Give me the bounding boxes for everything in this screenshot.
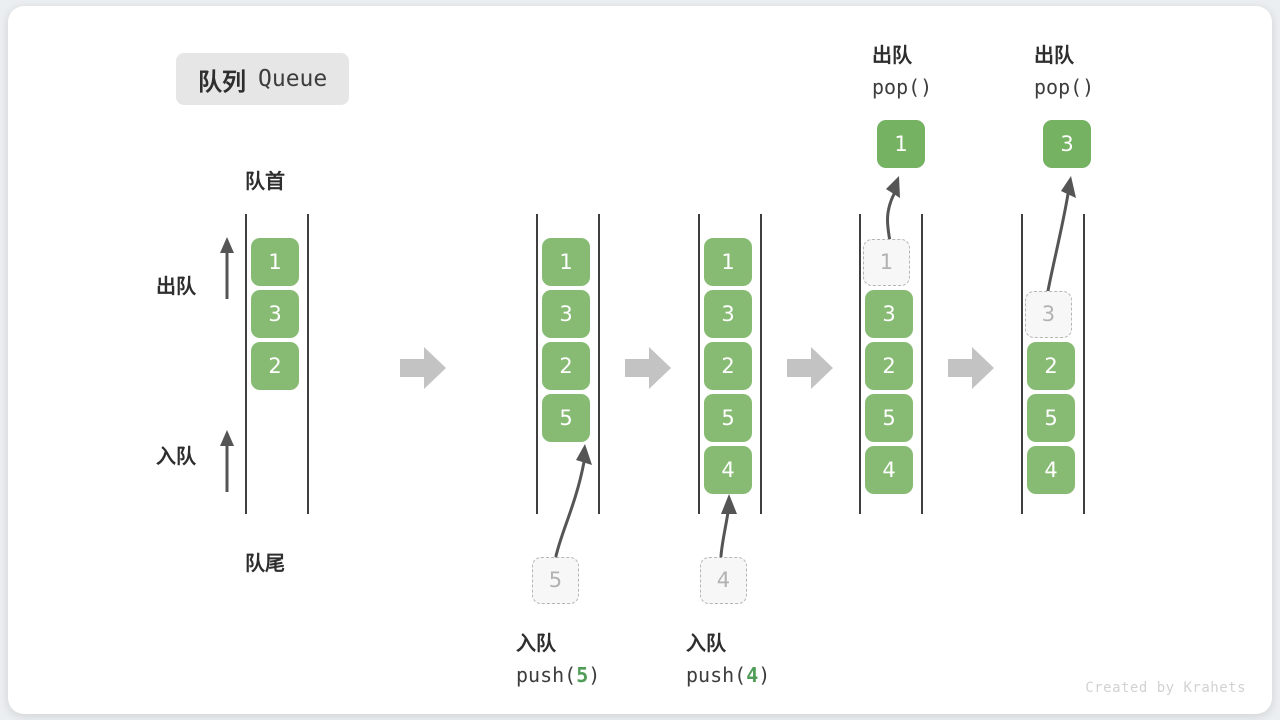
queue-cell: 1 — [251, 238, 299, 286]
op-code-prefix: push( — [516, 663, 577, 687]
op-label-code-1: push(5) — [516, 663, 600, 687]
op-code-prefix: push( — [686, 663, 747, 687]
step-arrow-icon — [400, 347, 446, 389]
queue-rail-left-3 — [859, 214, 861, 514]
queue-cell: 5 — [1027, 394, 1075, 442]
push-arrow-icon-1 — [554, 444, 592, 558]
queue-cell: 4 — [704, 446, 752, 494]
op-label-code-4: pop() — [1034, 75, 1094, 99]
incoming-ghost-cell: 5 — [532, 557, 579, 604]
op-label-cn-2: 入队 — [686, 631, 726, 655]
queue-rail-left-4 — [1021, 214, 1023, 514]
queue-cell: 3 — [542, 290, 590, 338]
queue-rail-right-0 — [307, 214, 309, 514]
title-en: Queue — [258, 66, 328, 92]
step-arrow-icon — [948, 347, 994, 389]
op-code-suffix: ) — [920, 75, 933, 99]
popped-cell: 1 — [877, 120, 925, 168]
op-code-arg: 4 — [746, 663, 759, 687]
op-code-prefix: pop( — [1034, 75, 1083, 99]
diagram-canvas: 队列 Queue 队首 队尾 出队 入队 1 3 2 1 3 2 5 5 入队 … — [8, 6, 1272, 714]
op-label-cn-3: 出队 — [872, 43, 912, 67]
op-code-prefix: pop( — [872, 75, 921, 99]
label-rear: 队尾 — [245, 551, 285, 575]
label-dequeue-0: 出队 — [156, 274, 196, 298]
queue-rail-left-0 — [245, 214, 247, 514]
popped-cell: 3 — [1043, 120, 1091, 168]
dequeue-arrow-icon-0 — [220, 237, 234, 299]
queue-cell: 2 — [542, 342, 590, 390]
queue-cell: 3 — [704, 290, 752, 338]
queue-rail-right-2 — [760, 214, 762, 514]
queue-cell-ghost: 1 — [863, 239, 910, 286]
queue-cell: 3 — [251, 290, 299, 338]
queue-cell: 5 — [542, 394, 590, 442]
queue-cell: 2 — [704, 342, 752, 390]
pop-arrow-icon-4 — [1045, 176, 1076, 298]
label-enqueue-0: 入队 — [156, 444, 196, 468]
op-label-code-2: push(4) — [686, 663, 770, 687]
queue-cell: 2 — [1027, 342, 1075, 390]
title-badge: 队列 Queue — [176, 53, 350, 105]
queue-cell: 2 — [251, 342, 299, 390]
queue-rail-left-1 — [536, 214, 538, 514]
enqueue-arrow-icon-0 — [220, 430, 234, 492]
op-label-cn-4: 出队 — [1034, 43, 1074, 67]
incoming-ghost-cell: 4 — [700, 557, 747, 604]
push-arrow-icon-2 — [719, 494, 737, 558]
queue-cell: 5 — [865, 394, 913, 442]
op-code-arg: 5 — [576, 663, 589, 687]
queue-cell: 1 — [704, 238, 752, 286]
queue-cell: 4 — [1027, 446, 1075, 494]
queue-rail-right-3 — [921, 214, 923, 514]
queue-cell: 2 — [865, 342, 913, 390]
title-cn: 队列 — [198, 67, 246, 96]
queue-rail-left-2 — [698, 214, 700, 514]
op-code-suffix: ) — [758, 663, 771, 687]
queue-rail-right-4 — [1083, 214, 1085, 514]
pop-arrow-icon-3 — [886, 176, 900, 244]
queue-cell-ghost: 3 — [1025, 291, 1072, 338]
op-label-code-3: pop() — [872, 75, 932, 99]
step-arrow-icon — [787, 347, 833, 389]
queue-cell: 1 — [542, 238, 590, 286]
watermark: Created by Krahets — [1085, 680, 1246, 696]
queue-cell: 3 — [865, 290, 913, 338]
queue-rail-right-1 — [598, 214, 600, 514]
op-code-suffix: ) — [588, 663, 601, 687]
step-arrow-icon — [625, 347, 671, 389]
op-code-suffix: ) — [1082, 75, 1095, 99]
queue-cell: 4 — [865, 446, 913, 494]
op-label-cn-1: 入队 — [516, 631, 556, 655]
queue-cell: 5 — [704, 394, 752, 442]
label-front: 队首 — [245, 169, 285, 193]
